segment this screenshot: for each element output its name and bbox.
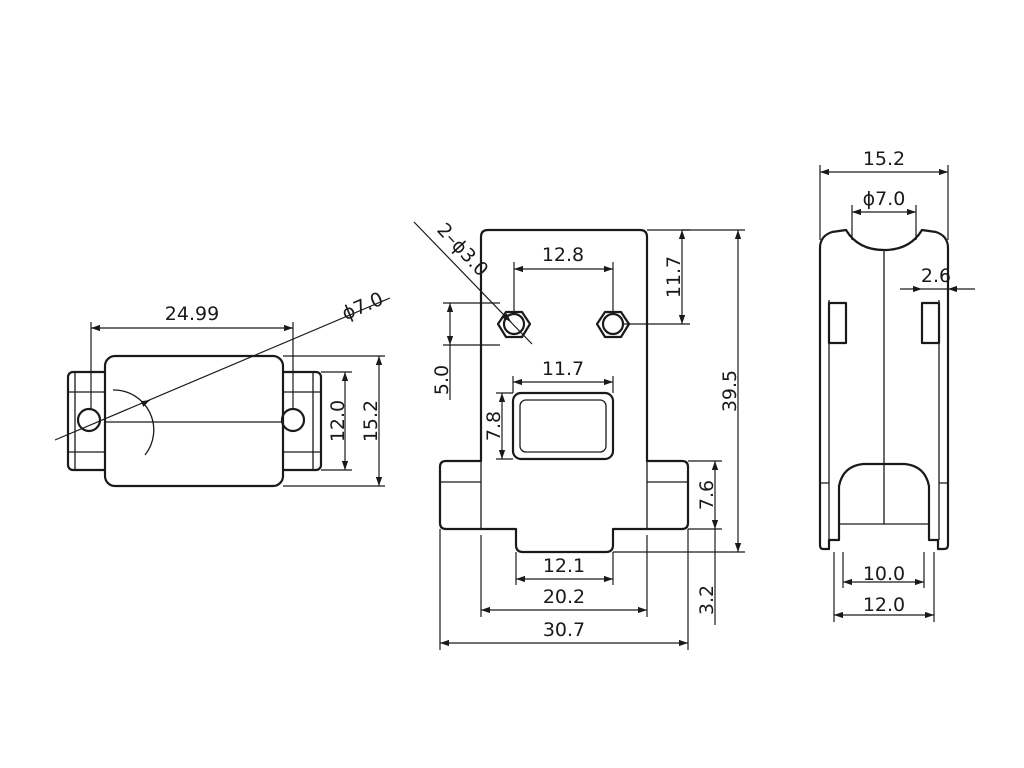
dim-inner-height-label: 12.0	[327, 400, 349, 442]
front-view: 2–ϕ3.0 12.8 11.7 5.0 11.7 7.8 39.5	[413, 219, 745, 650]
dim-bottom-step-label: 3.2	[696, 585, 718, 615]
right-dim-width-label: 15.2	[863, 148, 905, 170]
right-screw-hole-icon	[601, 312, 625, 336]
dim-width-label: 24.99	[165, 303, 219, 325]
dim-total-height-label: 39.5	[719, 370, 741, 412]
front-window	[511, 391, 615, 461]
front-body-outline	[438, 228, 690, 554]
dim-hole-offset-label: 5.0	[431, 365, 453, 395]
dim-hole-label: ϕ7.0	[339, 288, 387, 325]
dim-hole-spacing-label: 12.8	[542, 244, 584, 266]
dim-flange-height-label: 7.6	[696, 480, 718, 510]
left-body	[103, 354, 285, 488]
right-view-right-slot	[920, 301, 941, 345]
right-hole-icon	[280, 407, 306, 433]
right-dim-hole-label: ϕ7.0	[863, 188, 906, 210]
dim-body-width-label: 20.2	[543, 586, 585, 608]
right-dim-inner-opening-label: 10.0	[863, 563, 905, 585]
left-hole-icon	[76, 407, 102, 433]
dim-window-height-label: 7.8	[483, 411, 505, 441]
dim-outer-height-label: 15.2	[360, 400, 382, 442]
right-view: 15.2 ϕ7.0 2.6 10.0 12.0	[818, 148, 975, 622]
left-view: 24.99 ϕ7.0 12.0 15.2	[54, 288, 391, 488]
dim-top-to-hole-label: 11.7	[663, 256, 685, 298]
right-dim-wall-label: 2.6	[921, 265, 951, 287]
dim-slot-width-label: 12.1	[543, 555, 585, 577]
right-view-left-slot	[827, 301, 848, 345]
dim-flange-width-label: 30.7	[543, 619, 585, 641]
left-screw-hole-icon	[502, 312, 526, 336]
right-body-outline	[818, 228, 950, 551]
right-dim-base-width-label: 12.0	[863, 594, 905, 616]
dim-window-width-label: 11.7	[542, 358, 584, 380]
left-hex-nut-icon	[496, 310, 532, 339]
